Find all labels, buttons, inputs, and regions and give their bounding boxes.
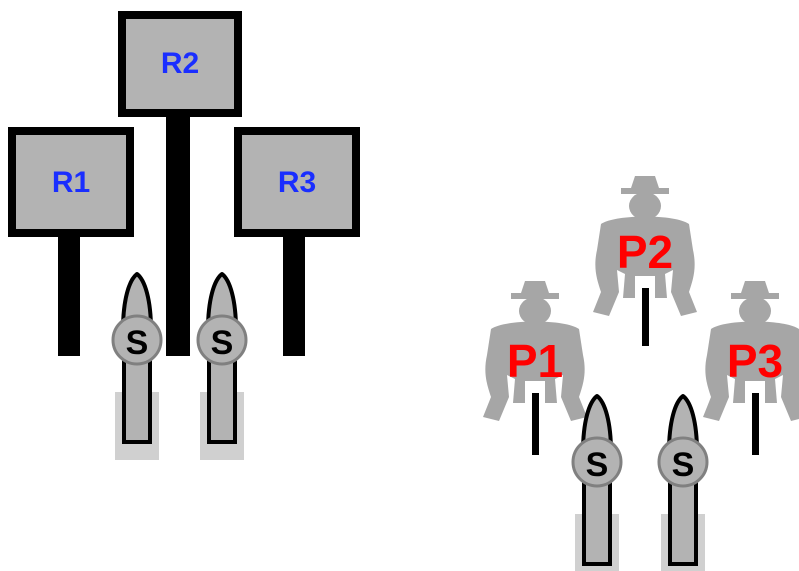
- popper-p2-label: P2: [617, 226, 673, 278]
- left-shooter-2: S: [196, 272, 248, 462]
- target-r3-label: R3: [278, 166, 316, 199]
- left-setup: R1 R2 R3 S S: [8, 11, 360, 462]
- target-r1-label: R1: [52, 166, 90, 199]
- target-r2: R2: [118, 11, 242, 117]
- left-shooter-1-label: S: [126, 324, 149, 362]
- popper-p3-stand: [752, 393, 759, 455]
- popper-p1-stand: [532, 393, 539, 455]
- r2-stand: [166, 112, 190, 356]
- popper-p2: P2: [593, 176, 697, 346]
- left-shooter-2-label: S: [211, 324, 234, 362]
- popper-p2-stand: [642, 288, 649, 346]
- target-r3: R3: [234, 127, 360, 237]
- right-setup: P2 P1 P3 S S: [483, 176, 799, 571]
- right-shooter-1-label: S: [586, 446, 609, 484]
- right-shooter-2: S: [657, 394, 709, 571]
- target-r2-label: R2: [161, 47, 199, 80]
- right-shooter-1: S: [571, 394, 623, 571]
- popper-p3: P3: [703, 281, 799, 455]
- r1-stand: [58, 230, 80, 356]
- right-shooter-2-label: S: [672, 446, 695, 484]
- r3-stand: [283, 230, 305, 356]
- left-shooter-1: S: [111, 272, 163, 462]
- popper-p1-label: P1: [507, 335, 563, 387]
- popper-p3-label: P3: [727, 335, 783, 387]
- target-r1: R1: [8, 127, 134, 237]
- popper-p1: P1: [483, 281, 587, 455]
